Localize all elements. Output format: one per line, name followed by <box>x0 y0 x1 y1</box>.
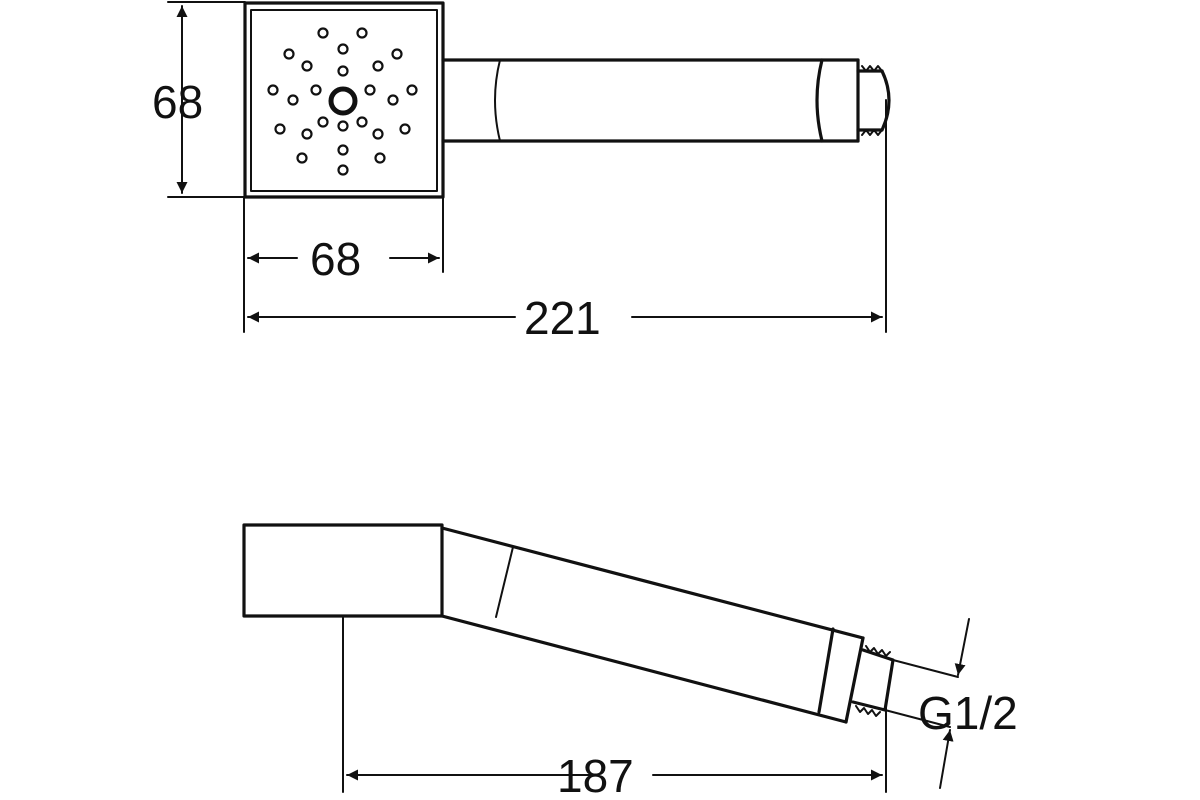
nozzle-dot <box>287 94 299 106</box>
connector-side-face <box>844 636 865 724</box>
nozzle-dot <box>399 123 411 135</box>
connector-end <box>880 69 891 132</box>
nozzle-dot <box>301 60 313 72</box>
nozzle-dot <box>337 164 349 176</box>
top-view: 68 68 221 <box>152 1 891 344</box>
thread-ext-upper <box>892 659 959 678</box>
nozzle-dot <box>283 48 295 60</box>
thread-side-teeth <box>855 645 891 717</box>
nozzle-dot <box>391 48 403 60</box>
thread-ext-lower <box>884 709 951 728</box>
center-nozzle <box>328 86 358 116</box>
nozzle-dot <box>317 116 329 128</box>
nozzle-dot <box>296 152 308 164</box>
spray-nozzles <box>267 27 418 176</box>
nozzle-dot <box>301 128 313 140</box>
handle-outline <box>441 58 860 143</box>
dim-side-length: 187 <box>557 750 634 800</box>
nozzle-dot <box>337 65 349 77</box>
thread-connector <box>856 69 884 132</box>
dim-thread-size: G1/2 <box>918 687 1018 739</box>
nozzle-dot <box>267 84 279 96</box>
nozzle-dot <box>274 123 286 135</box>
handle-collar <box>815 58 860 143</box>
nozzle-dot <box>356 27 368 39</box>
nozzle-dot <box>317 27 329 39</box>
thread-arrow-upper <box>954 618 970 676</box>
handle-side-grip-line <box>495 546 514 618</box>
nozzle-dot <box>337 144 349 156</box>
handle-side-outline <box>440 526 865 724</box>
dim-overall-length: 221 <box>524 292 601 344</box>
head-side-outline <box>242 523 444 618</box>
nozzle-dot <box>364 84 376 96</box>
nozzle-dot <box>356 116 368 128</box>
dim-head-height: 68 <box>152 76 203 128</box>
nozzle-dot <box>372 60 384 72</box>
nozzle-dot <box>372 128 384 140</box>
nozzle-dot <box>337 120 349 132</box>
nozzle-dot <box>374 152 386 164</box>
shower-head-outline <box>243 1 445 199</box>
nozzle-dot <box>310 84 322 96</box>
side-view: G1/2 187 <box>242 523 1018 800</box>
handle-grip-line <box>494 59 501 142</box>
thread-arrow-lower <box>939 729 954 789</box>
thread-teeth <box>861 65 883 136</box>
dim-head-width: 68 <box>310 233 361 285</box>
shower-head-face <box>250 9 438 192</box>
nozzle-dot <box>387 94 399 106</box>
nozzle-dot <box>406 84 418 96</box>
handle-side-collar <box>817 627 835 714</box>
nozzle-dot <box>337 43 349 55</box>
